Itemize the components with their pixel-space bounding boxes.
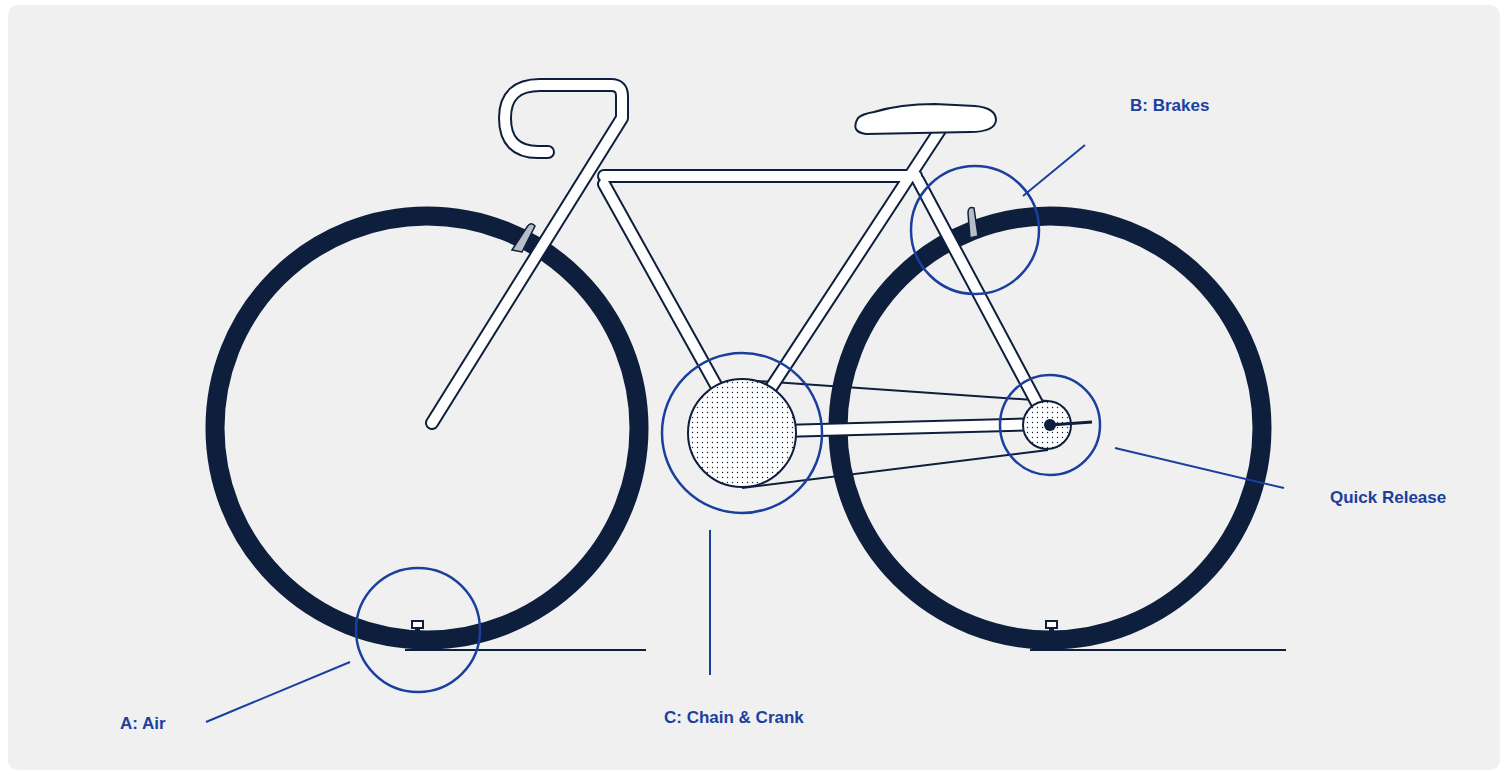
callout-label: C: Chain & Crank: [664, 708, 804, 728]
chainring: [688, 379, 796, 487]
wheel: [215, 216, 1262, 640]
callout-label: A: Air: [120, 714, 166, 734]
callout-label: Quick Release: [1330, 488, 1446, 508]
leader-line: [206, 145, 1284, 722]
callout-circle: [356, 166, 1100, 692]
tire-valve: [412, 621, 1057, 640]
ground-line: [405, 649, 1286, 651]
background-panel: [8, 5, 1500, 770]
quick-release-lever: [1044, 419, 1092, 431]
callout-label: B: Brakes: [1130, 96, 1209, 116]
saddle: [855, 104, 996, 134]
brake-pad: [512, 208, 978, 252]
